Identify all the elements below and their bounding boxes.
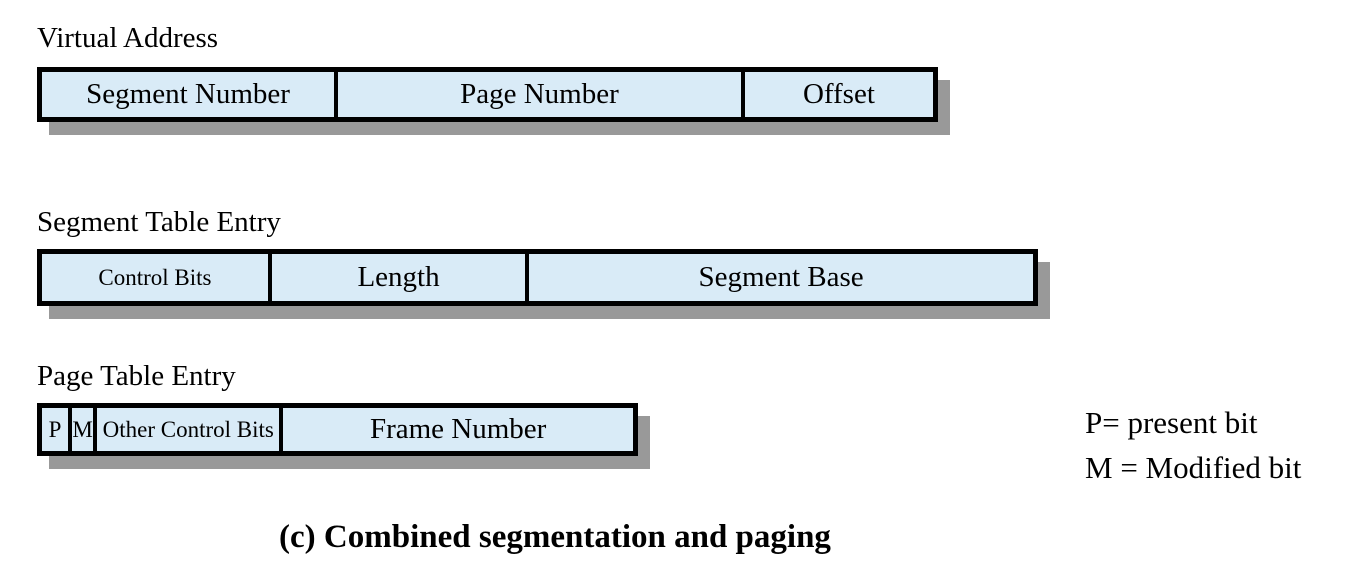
page-table-entry-bar: P M Other Control Bits Frame Number [37, 403, 638, 456]
legend-line-present-bit: P= present bit [1085, 405, 1258, 440]
page-table-entry-label: Page Table Entry [37, 360, 236, 392]
segment-table-entry-label: Segment Table Entry [37, 206, 281, 238]
cell-page-number: Page Number [334, 72, 741, 117]
cell-segment-number: Segment Number [86, 78, 290, 110]
cell-offset: Offset [740, 72, 933, 117]
legend: P= present bit M = Modified bit [1085, 400, 1301, 490]
virtual-address-label: Virtual Address [37, 22, 219, 54]
cell-length: Length [267, 254, 525, 301]
legend-line-modified-bit: M = Modified bit [1085, 450, 1302, 485]
virtual-address-bar: Segment Number Page Number Offset [37, 67, 938, 122]
cell-segment-base: Segment Base [525, 254, 1033, 301]
cell-present-bit: P [48, 416, 62, 442]
figure-caption: (c) Combined segmentation and paging [279, 519, 831, 555]
cell-other-control-bits: Other Control Bits [93, 408, 279, 451]
segment-table-entry-bar: Control Bits Length Segment Base [37, 249, 1038, 306]
cell-control-bits: Control Bits [98, 264, 212, 290]
cell-modified-bit: M [68, 408, 93, 451]
cell-frame-number: Frame Number [279, 408, 633, 451]
